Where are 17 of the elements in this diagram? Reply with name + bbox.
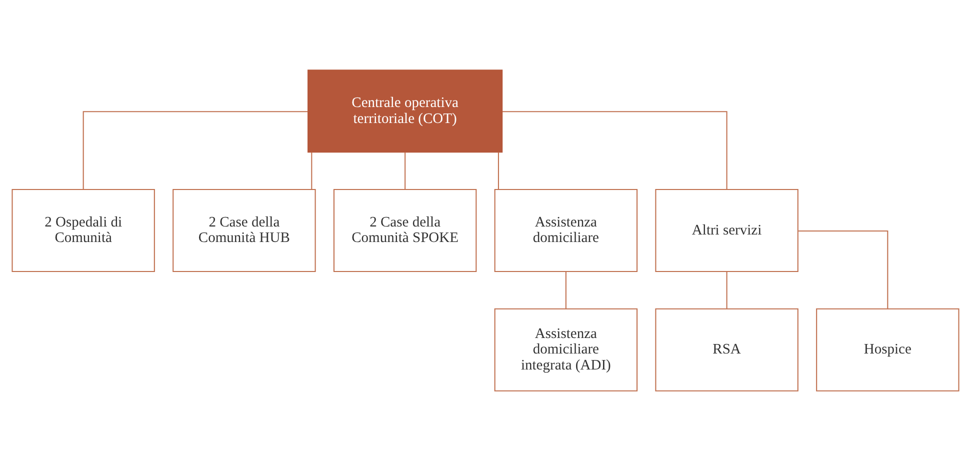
connector (82, 110, 308, 189)
node-box: 2 Ospedali di Comunità (12, 188, 155, 272)
node-box: 2 Case della Comunità HUB (172, 188, 316, 272)
connector (311, 152, 312, 189)
node-box: Altri servizi (655, 188, 798, 272)
connector (498, 152, 499, 189)
connector (404, 152, 406, 189)
node-box: RSA (655, 308, 798, 391)
connector (502, 110, 728, 189)
node-box: Hospice (816, 308, 960, 391)
node-box: Assistenza domiciliare integrata (ADI) (494, 308, 638, 391)
node-box: Centrale operativa territoriale (COT) (308, 69, 503, 152)
node-box: 2 Case della Comunità SPOKE (333, 188, 477, 272)
node-box: Assistenza domiciliare (494, 188, 638, 272)
connector (798, 230, 888, 308)
connector (726, 271, 728, 308)
connector (565, 271, 566, 308)
